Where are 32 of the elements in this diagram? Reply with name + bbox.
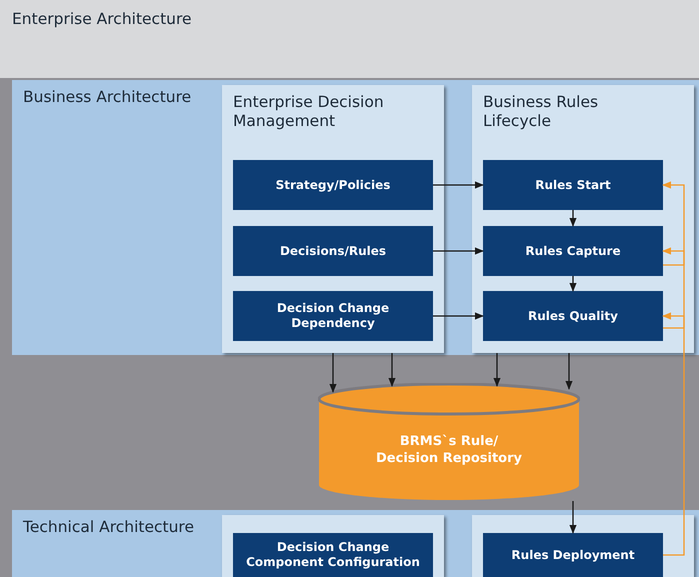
process-box: Decisions/Rules bbox=[233, 226, 433, 276]
arrow bbox=[433, 181, 484, 189]
panel bbox=[472, 85, 694, 353]
arrow bbox=[662, 247, 685, 329]
arrow bbox=[565, 353, 573, 390]
architecture-band bbox=[12, 510, 699, 577]
process-box: Strategy/Policies bbox=[233, 160, 433, 210]
database-cylinder bbox=[318, 383, 580, 501]
process-box: Decision Change Dependency bbox=[233, 291, 433, 341]
arrow bbox=[662, 312, 685, 556]
arrow bbox=[493, 353, 501, 387]
section-title: Enterprise Architecture bbox=[12, 10, 193, 29]
panel bbox=[222, 85, 444, 353]
arrow bbox=[388, 353, 396, 387]
cylinder-label: BRMS`s Rule/ Decision Repository bbox=[375, 433, 523, 467]
process-box: Rules Deployment bbox=[483, 533, 663, 577]
arrow bbox=[433, 312, 484, 320]
process-box: Rules Capture bbox=[483, 226, 663, 276]
arrow bbox=[569, 501, 577, 534]
arrow bbox=[433, 247, 484, 255]
process-box: Rules Start bbox=[483, 160, 663, 210]
architecture-band bbox=[12, 80, 699, 355]
section-title: Business Rules Lifecycle bbox=[483, 93, 600, 131]
process-box: Rules Quality bbox=[483, 291, 663, 341]
arrow bbox=[662, 181, 685, 266]
arrow bbox=[329, 353, 337, 393]
section-title: Technical Architecture bbox=[23, 518, 195, 537]
process-box: Decision Change Component Configuration bbox=[233, 533, 433, 577]
section-title: Business Architecture bbox=[23, 88, 192, 107]
section-title: Enterprise Decision Management bbox=[233, 93, 385, 131]
arrow bbox=[569, 210, 577, 227]
arrow bbox=[569, 276, 577, 292]
